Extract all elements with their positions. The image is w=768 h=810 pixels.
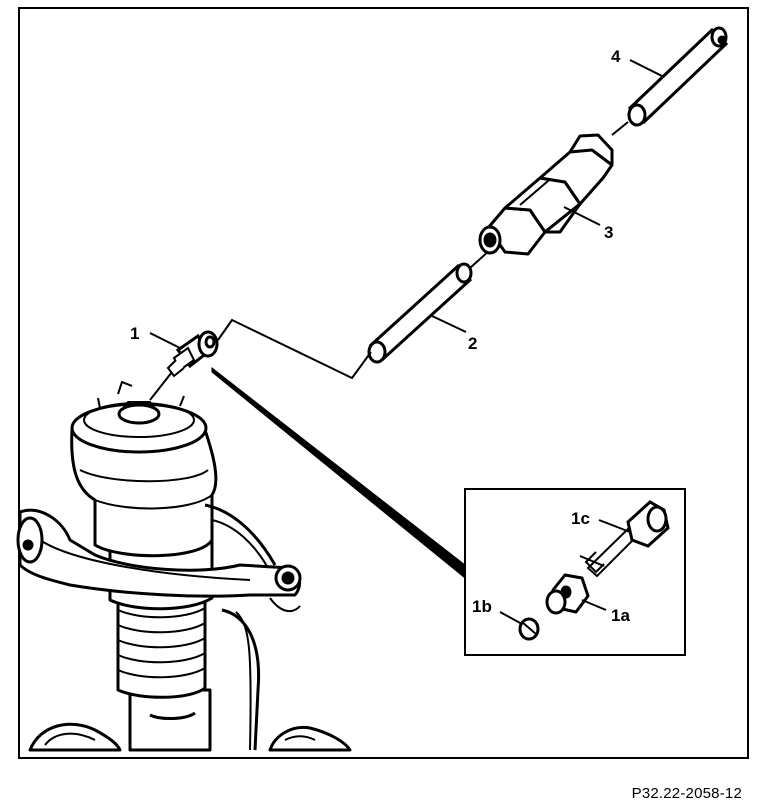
callout-1a: 1a xyxy=(611,606,630,625)
callout-4: 4 xyxy=(611,47,621,66)
valve-mount-line xyxy=(149,371,173,401)
union-line-end-link-line xyxy=(611,121,629,136)
callout-3: 3 xyxy=(604,223,613,242)
callout-3-group: 3 xyxy=(563,206,613,242)
callout-2: 2 xyxy=(468,334,477,353)
valve-insert-icon xyxy=(518,617,540,641)
detail-inset: 1c 1a 1b xyxy=(464,488,686,656)
thrust-ring-icon xyxy=(579,500,670,578)
figure-reference-code: P32.22-2058-12 xyxy=(631,785,742,802)
pipe-section-icon xyxy=(367,262,473,364)
callout-1: 1 xyxy=(130,324,139,343)
union-nut-icon xyxy=(545,573,590,615)
callout-1-group: 1 xyxy=(130,324,181,349)
callout-4-group: 4 xyxy=(611,47,665,78)
callout-1b: 1b xyxy=(472,597,492,616)
double-hex-union-icon xyxy=(478,133,614,256)
assembly-connection-line xyxy=(217,318,372,380)
callout-2-group: 2 xyxy=(431,315,477,353)
callout-1c: 1c xyxy=(571,509,590,528)
line-end-icon xyxy=(627,26,729,127)
air-spring-strut-icon xyxy=(16,381,352,752)
